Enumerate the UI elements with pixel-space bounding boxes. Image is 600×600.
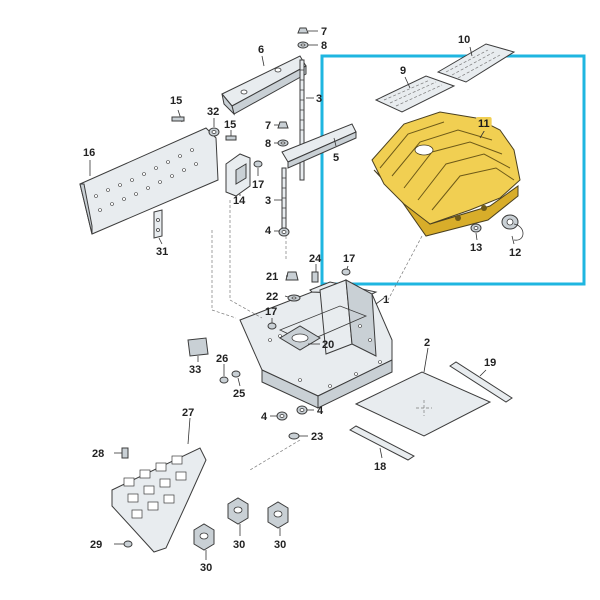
label-part-29: 29 bbox=[90, 539, 102, 551]
part-23-washer[interactable] bbox=[288, 432, 300, 440]
label-part-2: 2 bbox=[424, 337, 430, 349]
label-part-32: 32 bbox=[207, 106, 219, 118]
label-part-20: 20 bbox=[322, 339, 334, 351]
label-part-31: 31 bbox=[156, 246, 168, 258]
part-33-plate[interactable] bbox=[187, 337, 209, 357]
label-part-11: 11 bbox=[478, 118, 490, 130]
label-part-6: 6 bbox=[258, 44, 264, 56]
label-part-15b: 15 bbox=[224, 119, 236, 131]
label-part-30c: 30 bbox=[274, 539, 286, 551]
label-part-8a: 8 bbox=[321, 40, 327, 52]
part-10-pad[interactable] bbox=[436, 43, 516, 83]
part-15-bolt-right[interactable] bbox=[225, 135, 237, 141]
label-part-19: 19 bbox=[484, 357, 496, 369]
part-32-nut[interactable] bbox=[208, 127, 220, 137]
label-part-12: 12 bbox=[509, 247, 521, 259]
label-part-21: 21 bbox=[266, 271, 278, 283]
part-17-nut-c[interactable] bbox=[267, 322, 277, 330]
label-part-11-highlight bbox=[476, 117, 492, 131]
part-12-cap[interactable] bbox=[501, 214, 524, 241]
label-part-22: 22 bbox=[266, 291, 278, 303]
label-part-4b: 4 bbox=[261, 411, 268, 423]
part-7-bolt-top[interactable] bbox=[297, 27, 309, 34]
part-7-bolt-mid[interactable] bbox=[277, 121, 289, 129]
label-part-14: 14 bbox=[233, 195, 246, 207]
label-part-9: 9 bbox=[400, 65, 406, 77]
part-16-plate[interactable] bbox=[79, 127, 219, 235]
label-part-30b: 30 bbox=[233, 539, 245, 551]
part-29-nut[interactable] bbox=[123, 540, 133, 548]
part-13-washer[interactable] bbox=[470, 223, 482, 233]
part-4-nut-left[interactable] bbox=[276, 411, 288, 421]
label-part-17c: 17 bbox=[265, 306, 277, 318]
label-part-15a: 15 bbox=[170, 95, 182, 107]
part-31-clip[interactable] bbox=[153, 209, 163, 239]
part-27-step[interactable] bbox=[111, 447, 207, 553]
label-part-27: 27 bbox=[182, 407, 194, 419]
part-30-mount-b[interactable] bbox=[227, 497, 249, 525]
label-part-3a: 3 bbox=[316, 93, 322, 105]
part-19-strip[interactable] bbox=[449, 361, 513, 403]
part-8-washer-top[interactable] bbox=[297, 41, 309, 49]
part-3-rod-upper[interactable] bbox=[299, 59, 305, 181]
label-part-17a: 17 bbox=[252, 179, 264, 191]
part-2-mat[interactable] bbox=[354, 371, 492, 437]
part-9-pad[interactable] bbox=[374, 75, 456, 113]
part-26-nut[interactable] bbox=[219, 376, 229, 384]
label-part-8b: 8 bbox=[265, 138, 271, 150]
label-part-7a: 7 bbox=[321, 26, 327, 38]
label-part-3b: 3 bbox=[265, 195, 271, 207]
part-8-washer-mid[interactable] bbox=[277, 139, 289, 147]
label-part-23: 23 bbox=[311, 431, 323, 443]
part-4-nut-mid[interactable] bbox=[278, 227, 290, 237]
label-part-7b: 7 bbox=[265, 120, 271, 132]
label-part-16: 16 bbox=[83, 147, 95, 159]
part-24-spacer[interactable] bbox=[311, 271, 319, 283]
label-part-24: 24 bbox=[309, 253, 322, 265]
label-part-13: 13 bbox=[470, 242, 482, 254]
label-part-5: 5 bbox=[333, 152, 339, 164]
label-part-4c: 4 bbox=[317, 405, 324, 417]
part-4-nut-right[interactable] bbox=[296, 405, 308, 415]
part-22-washer[interactable] bbox=[287, 294, 301, 302]
label-part-30a: 30 bbox=[200, 562, 212, 574]
part-5-rail[interactable] bbox=[281, 123, 357, 169]
part-6-bracket[interactable] bbox=[221, 55, 307, 116]
part-25-washer[interactable] bbox=[231, 370, 241, 378]
label-part-1: 1 bbox=[383, 294, 389, 306]
label-part-4a: 4 bbox=[265, 225, 272, 237]
part-17-nut-b[interactable] bbox=[341, 268, 351, 276]
part-30-mount-a[interactable] bbox=[193, 523, 215, 551]
part-21-bolt[interactable] bbox=[285, 271, 299, 281]
label-part-17b: 17 bbox=[343, 253, 355, 265]
label-part-33: 33 bbox=[189, 364, 201, 376]
part-3-rod-lower[interactable] bbox=[281, 167, 287, 229]
part-17-nut-a[interactable] bbox=[253, 160, 263, 168]
label-part-10: 10 bbox=[458, 34, 470, 46]
part-30-mount-c[interactable] bbox=[267, 501, 289, 529]
label-part-26: 26 bbox=[216, 353, 228, 365]
part-28-bolt[interactable] bbox=[121, 447, 129, 459]
part-15-bolt-left[interactable] bbox=[171, 116, 185, 122]
part-11-fuel-tank[interactable] bbox=[371, 111, 521, 237]
label-part-25: 25 bbox=[233, 388, 245, 400]
label-part-28: 28 bbox=[92, 448, 104, 460]
highlight-frame bbox=[320, 54, 586, 286]
part-20-plate[interactable] bbox=[279, 325, 321, 351]
part-14-bracket[interactable] bbox=[225, 153, 251, 197]
part-18-strip[interactable] bbox=[349, 425, 415, 461]
label-part-18: 18 bbox=[374, 461, 386, 473]
